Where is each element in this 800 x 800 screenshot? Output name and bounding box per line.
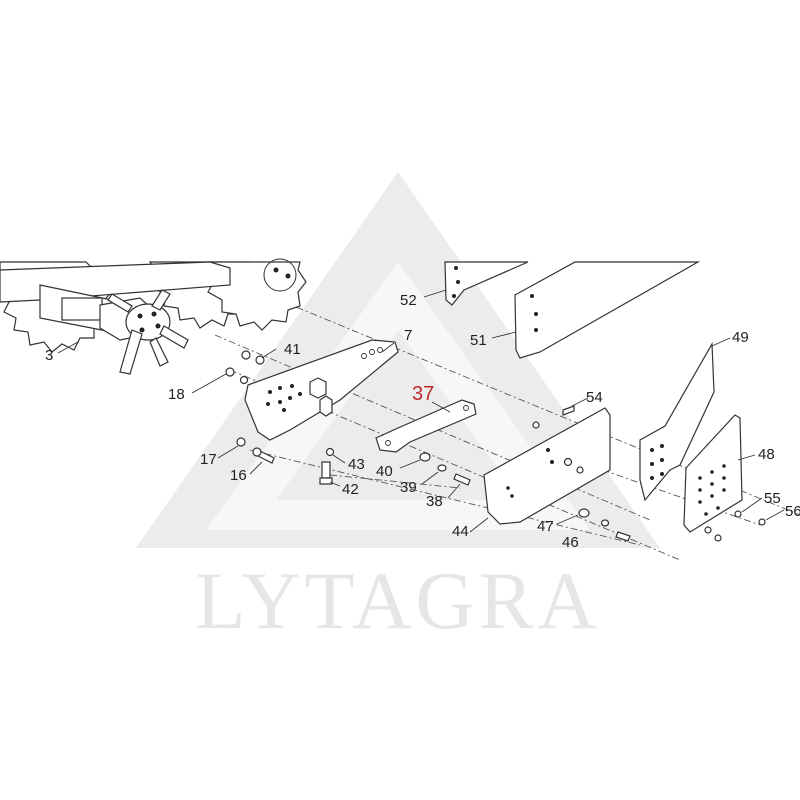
bolt-42-43 xyxy=(319,447,335,485)
part-callout-55: 55 xyxy=(764,490,781,507)
part-callout-56: 56 xyxy=(785,503,800,520)
part-callout-48: 48 xyxy=(758,446,775,463)
washers-38-40 xyxy=(419,452,471,486)
part-callout-7: 7 xyxy=(404,327,412,344)
part-callout-47: 47 xyxy=(537,518,554,535)
part-callout-18: 18 xyxy=(168,386,185,403)
long-plate-part-52 xyxy=(444,261,529,306)
part-callout-16: 16 xyxy=(230,467,247,484)
end-plate-part-44 xyxy=(483,407,611,525)
part-callout-46: 46 xyxy=(562,534,579,551)
arm-part-37 xyxy=(375,399,477,453)
part-callout-38: 38 xyxy=(426,493,443,510)
part-callout-37: 37 xyxy=(412,383,434,405)
part-callout-43: 43 xyxy=(348,456,365,473)
part-callout-42: 42 xyxy=(342,481,359,498)
guard-part-49 xyxy=(639,341,715,502)
hardware-55-56 xyxy=(704,510,766,542)
hardware-54-47-46 xyxy=(532,405,631,542)
rotor-assembly xyxy=(0,258,307,375)
part-callout-39: 39 xyxy=(400,479,417,496)
watermark-logo xyxy=(136,172,660,548)
part-callout-41: 41 xyxy=(284,341,301,358)
part-callout-17: 17 xyxy=(200,451,217,468)
mount-plate-part-48 xyxy=(683,414,743,533)
part-callout-40: 40 xyxy=(376,463,393,480)
watermark-brand-text: LYTAGRA xyxy=(196,555,601,646)
long-plate-part-51 xyxy=(514,261,701,359)
part-callout-51: 51 xyxy=(470,332,487,349)
bolt-16-17 xyxy=(236,437,275,464)
leader-lines xyxy=(57,289,785,533)
part-callout-49: 49 xyxy=(732,329,749,346)
part-callout-54: 54 xyxy=(586,389,603,406)
part-callout-44: 44 xyxy=(452,523,469,540)
spacer-bushings xyxy=(309,377,333,417)
part-callout-52: 52 xyxy=(400,292,417,309)
part-callout-3: 3 xyxy=(45,347,53,364)
